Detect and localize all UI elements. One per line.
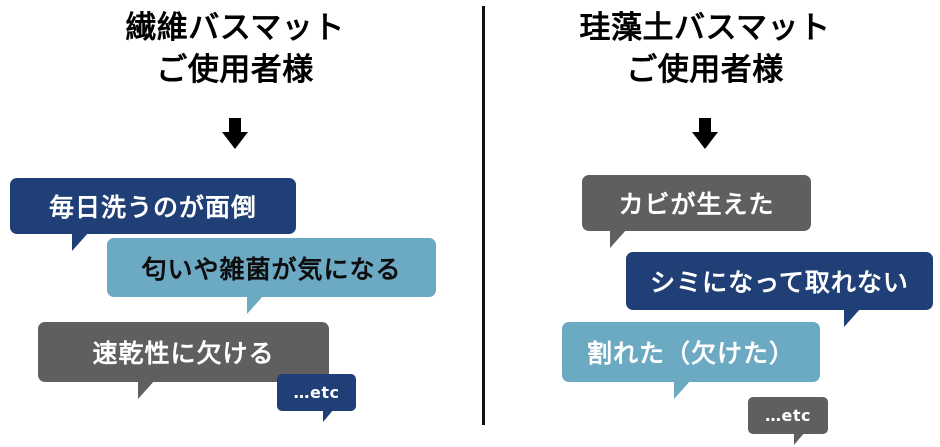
column-diatomite-bathmat: 珪藻土バスマット ご使用者様 カビが生えた シミになって取れない 割れた（欠けた… — [470, 0, 940, 447]
speech-bubble-diatomite-1[interactable]: カビが生えた — [582, 175, 811, 248]
bubble-tail — [247, 295, 264, 314]
bubble-tail — [72, 232, 89, 251]
bubble-tail — [844, 308, 861, 327]
bubble-tail — [323, 409, 334, 422]
speech-bubble-fiber-etc[interactable]: …etc — [277, 374, 356, 422]
column-heading-diatomite: 珪藻土バスマット ご使用者様 — [579, 10, 831, 88]
speech-bubble-text: 割れた（欠けた） — [586, 339, 795, 368]
speech-bubble-diatomite-etc[interactable]: …etc — [748, 397, 828, 445]
speech-bubble-fiber-1[interactable]: 毎日洗うのが面倒 — [10, 178, 296, 251]
speech-bubble-text: カビが生えた — [618, 190, 775, 219]
speech-bubble-text: 匂いや雑菌が気になる — [141, 254, 402, 284]
speech-bubble-diatomite-2[interactable]: シミになって取れない — [626, 252, 933, 327]
speech-bubble-text: …etc — [293, 383, 340, 402]
speech-bubble-text: 速乾性に欠ける — [92, 339, 275, 368]
speech-bubble-diatomite-3[interactable]: 割れた（欠けた） — [562, 322, 820, 399]
speech-bubble-text: シミになって取れない — [650, 268, 909, 297]
vertical-divider — [482, 6, 485, 425]
bubble-tail — [610, 229, 627, 248]
speech-bubble-fiber-2[interactable]: 匂いや雑菌が気になる — [107, 238, 436, 314]
bubble-tail — [794, 432, 805, 445]
speech-bubble-fiber-3[interactable]: 速乾性に欠ける — [38, 322, 329, 399]
column-heading-fiber: 繊維バスマット ご使用者様 — [125, 10, 345, 88]
column-fiber-bathmat: 繊維バスマット ご使用者様 毎日洗うのが面倒 匂いや雑菌が気になる 速乾性に欠け… — [10, 10, 436, 422]
speech-bubble-text: 毎日洗うのが面倒 — [48, 193, 257, 222]
bubble-tail — [674, 380, 691, 399]
speech-bubble-text: …etc — [765, 406, 811, 425]
bubble-tail — [138, 380, 155, 399]
